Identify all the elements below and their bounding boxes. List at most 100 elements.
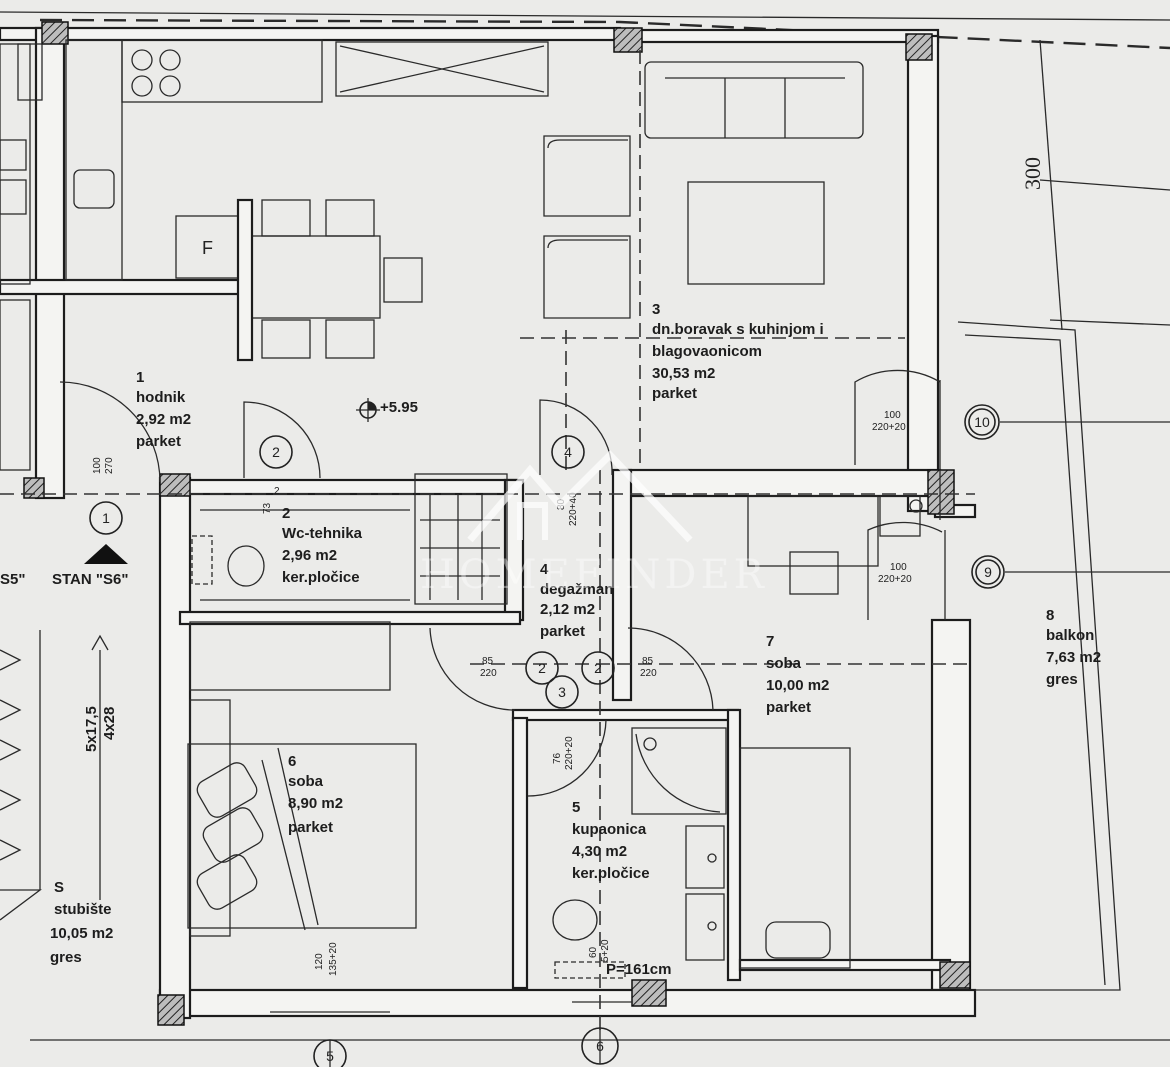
svg-text:3: 3: [558, 684, 566, 700]
svg-text:8: 8: [1046, 607, 1054, 624]
svg-text:Wc-tehnika: Wc-tehnika: [282, 525, 363, 542]
svg-text:STAN "S6": STAN "S6": [52, 571, 128, 588]
svg-text:2: 2: [282, 505, 290, 522]
marker-1: 1: [89, 501, 123, 535]
svg-text:7: 7: [766, 633, 774, 650]
svg-text:120: 120: [314, 953, 325, 970]
svg-text:10,05 m2: 10,05 m2: [50, 925, 113, 942]
svg-text:parket: parket: [766, 699, 811, 716]
dining-set: [236, 198, 423, 362]
bathroom-fixtures: [191, 535, 727, 979]
svg-text:220+20: 220+20: [878, 574, 912, 585]
room-5-label: 5 kupaonica 4,30 m2 ker.pločice: [572, 799, 650, 882]
svg-text:dn.boravak s kuhinjom i: dn.boravak s kuhinjom i: [652, 321, 824, 338]
svg-text:ker.pločice: ker.pločice: [282, 569, 360, 586]
svg-text:soba: soba: [288, 773, 324, 790]
door-tags: 100 270 73 2 80 220+40 100 220+20 100 22…: [83, 410, 912, 978]
svg-text:100: 100: [890, 562, 907, 573]
svg-text:4: 4: [540, 561, 549, 578]
marker-4: 4: [551, 435, 585, 469]
bedroom-7-furniture: [739, 495, 923, 969]
neighbor-unit: [0, 43, 43, 471]
property-line: [39, 18, 1170, 50]
svg-text:76: 76: [552, 752, 563, 764]
svg-text:4x28: 4x28: [101, 707, 118, 740]
svg-text:220+40: 220+40: [568, 492, 579, 526]
svg-text:1: 1: [136, 369, 144, 386]
svg-text:5: 5: [572, 799, 580, 816]
svg-text:5+20: 5+20: [600, 939, 611, 962]
svg-text:100: 100: [92, 457, 103, 474]
svg-text:hodnik: hodnik: [136, 389, 186, 406]
section-lines: [0, 330, 975, 1030]
top-edge-line: [0, 11, 1170, 21]
svg-text:parket: parket: [288, 819, 333, 836]
fridge-glyph: F: [202, 238, 213, 258]
svg-text:degažman: degažman: [540, 581, 613, 598]
svg-text:+5.95: +5.95: [380, 399, 418, 416]
marker-3: 3: [545, 675, 579, 709]
room-2-label: 2 Wc-tehnika 2,96 m2 ker.pločice: [282, 505, 363, 586]
svg-text:30,53 m2: 30,53 m2: [652, 365, 715, 382]
outer-walls: [0, 26, 977, 1020]
svg-text:parket: parket: [540, 623, 585, 640]
living-furniture: [520, 50, 905, 470]
svg-text:S: S: [54, 879, 64, 896]
room-8-label: 8 balkon 7,63 m2 gres: [1046, 607, 1101, 688]
marker-2a: 2: [259, 435, 293, 469]
svg-text:2,12 m2: 2,12 m2: [540, 601, 595, 618]
room-s-label: S stubište 10,05 m2 gres: [50, 879, 113, 966]
svg-text:4,30 m2: 4,30 m2: [572, 843, 627, 860]
svg-text:2: 2: [274, 486, 280, 497]
svg-text:8,90 m2: 8,90 m2: [288, 795, 343, 812]
dimension-300: 300: [1020, 157, 1045, 190]
svg-text:parket: parket: [136, 433, 181, 450]
watermark: HOMEFINDER: [420, 449, 768, 598]
svg-text:73: 73: [262, 502, 273, 514]
room-1-label: 1 hodnik 2,92 m2 parket: [136, 369, 191, 450]
svg-text:60: 60: [588, 946, 599, 958]
svg-text:kupaonica: kupaonica: [572, 821, 647, 838]
marker-9: 9: [971, 555, 1005, 589]
svg-text:220+20: 220+20: [564, 736, 575, 770]
svg-text:100: 100: [884, 410, 901, 421]
svg-text:135+20: 135+20: [328, 942, 339, 976]
svg-text:220+20: 220+20: [872, 422, 906, 433]
svg-text:2,96 m2: 2,96 m2: [282, 547, 337, 564]
svg-text:gres: gres: [50, 949, 82, 966]
svg-text:2: 2: [594, 660, 602, 676]
svg-text:S5": S5": [0, 571, 25, 588]
svg-text:220: 220: [480, 668, 497, 679]
svg-text:10: 10: [974, 414, 990, 430]
svg-text:HOMEFINDER: HOMEFINDER: [420, 552, 768, 598]
markers: 1 2 2 2 3 4 5 6 9 10: [89, 404, 1170, 1067]
svg-text:4: 4: [564, 444, 572, 460]
svg-text:balkon: balkon: [1046, 627, 1094, 644]
svg-text:9: 9: [984, 564, 992, 580]
svg-text:gres: gres: [1046, 671, 1078, 688]
balcony: [957, 39, 1170, 991]
svg-text:P=161cm: P=161cm: [606, 961, 671, 978]
columns: [23, 21, 971, 1026]
svg-text:1: 1: [102, 510, 110, 526]
elevation-marker: +5.95: [356, 398, 418, 422]
svg-text:2,92 m2: 2,92 m2: [136, 411, 191, 428]
marker-2b: 2: [525, 651, 559, 685]
svg-text:blagovaonicom: blagovaonicom: [652, 343, 762, 360]
svg-text:85: 85: [482, 656, 494, 667]
svg-text:7,63 m2: 7,63 m2: [1046, 649, 1101, 666]
svg-text:270: 270: [104, 457, 115, 474]
marker-10: 10: [964, 404, 1000, 440]
room-4-label: 4 degažman 2,12 m2 parket: [540, 561, 613, 640]
svg-text:parket: parket: [652, 385, 697, 402]
room-3-label: 3 dn.boravak s kuhinjom i blagovaonicom …: [652, 301, 824, 402]
svg-text:85: 85: [642, 656, 654, 667]
svg-text:soba: soba: [766, 655, 802, 672]
kitchen: F: [65, 39, 549, 281]
svg-text:220: 220: [640, 668, 657, 679]
svg-text:2: 2: [538, 660, 546, 676]
entry-stair: [200, 473, 508, 605]
marker-2c: 2: [581, 651, 615, 685]
